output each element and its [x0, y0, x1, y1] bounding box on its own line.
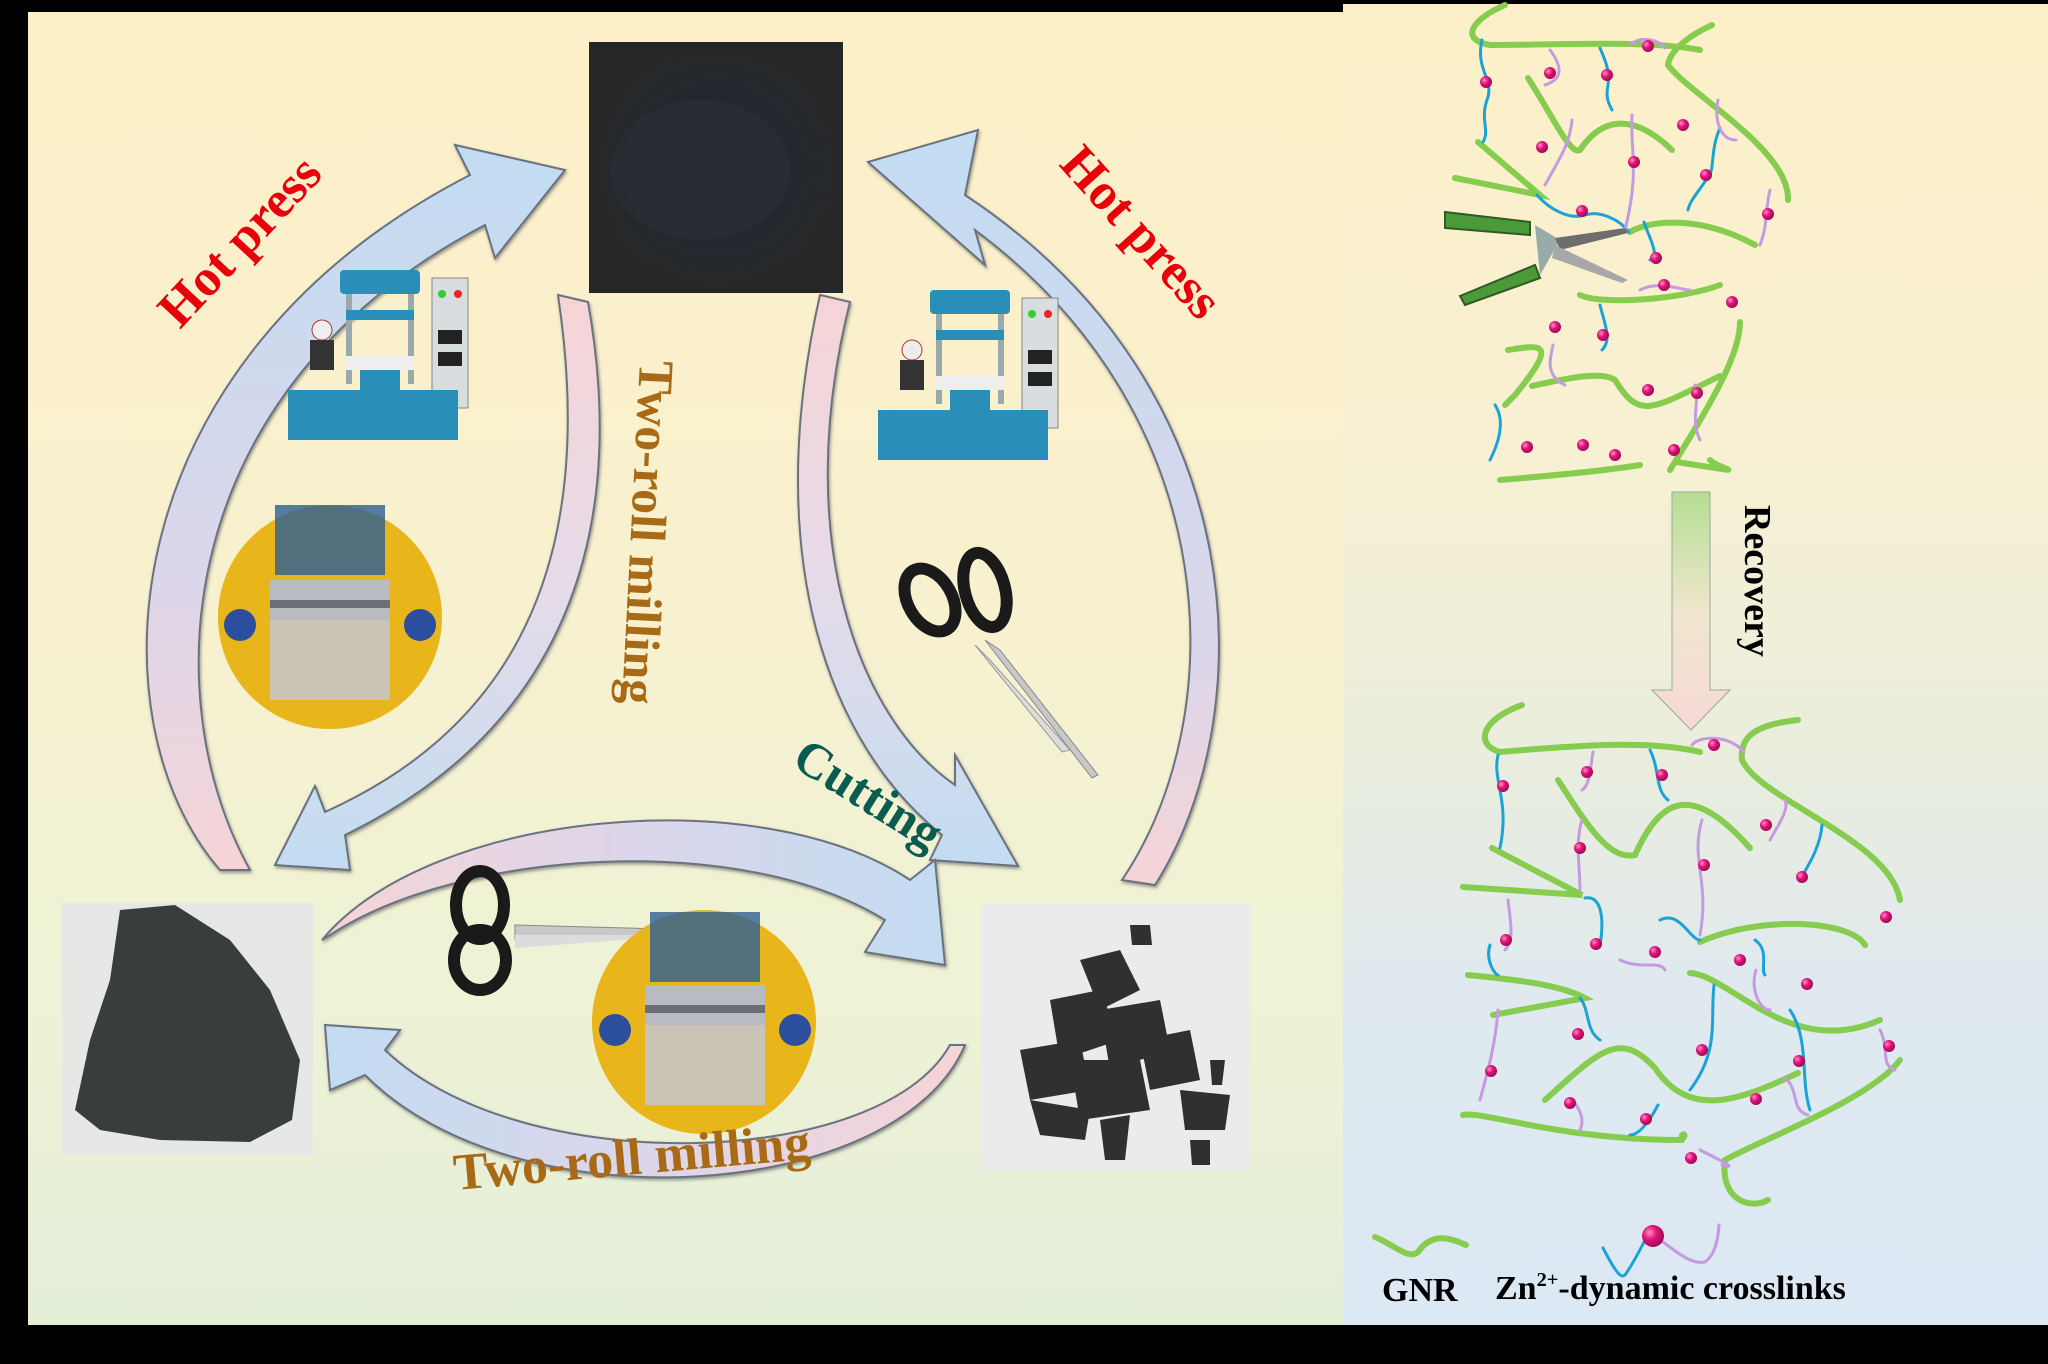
hot-press-arrow-right: [865, 128, 1220, 887]
two-roll-milling-arrow-bottom: [323, 1023, 967, 1179]
crosslink-suffix: -dynamic crosslinks: [1558, 1270, 1846, 1307]
recovery-label: Recovery: [1736, 505, 1778, 657]
recovery-arrow: [1650, 491, 1732, 731]
crosslink-legend-swatch-purple: [1658, 1223, 1721, 1264]
crosslink-legend-swatch-blue: [1601, 1238, 1647, 1278]
rubber-fragments-photo: [982, 904, 1250, 1170]
rubber-lump-photo: [62, 903, 313, 1155]
crosslink-charge: 2+: [1536, 1268, 1559, 1291]
recovered-network: [1460, 702, 1903, 1207]
gnr-legend-label: GNR: [1382, 1272, 1458, 1309]
cutting-arrow-top: [797, 293, 1020, 868]
gnr-legend-swatch: [1372, 1234, 1469, 1258]
hot-press-machine-left: [288, 270, 469, 440]
two-roll-mill-left: [218, 505, 442, 729]
two-roll-milling-arrow-vertical: [273, 293, 601, 872]
hot-press-machine-right: [878, 290, 1059, 460]
scissors-icon-right: [898, 546, 1099, 779]
broken-network: [1452, 2, 1792, 483]
zn-bead-legend-swatch: [1642, 1225, 1664, 1247]
crosslink-legend-label: Zn2+-dynamic crosslinks: [1495, 1270, 1846, 1308]
two-roll-mill-bottom: [592, 910, 816, 1134]
pruning-shears-icon: [1444, 210, 1628, 307]
pressed-sheet-photo: [589, 42, 843, 293]
legend: [1372, 1223, 1721, 1278]
crosslink-prefix: Zn: [1495, 1270, 1537, 1307]
